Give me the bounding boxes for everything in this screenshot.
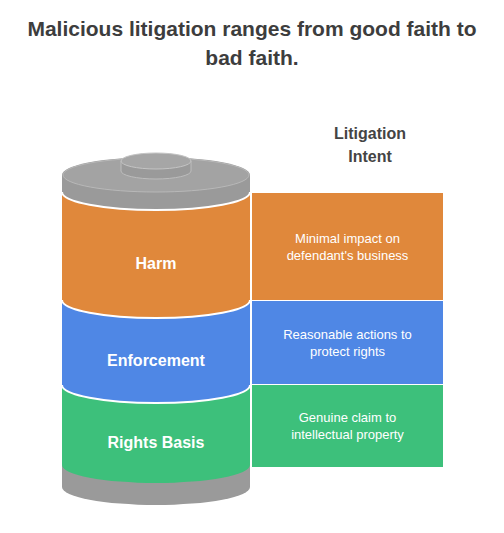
band-separator — [62, 192, 250, 210]
band-outline — [62, 192, 250, 318]
band-label: Enforcement — [107, 352, 205, 370]
description-text: Reasonable actions to protect rights — [281, 326, 415, 360]
band-label: Rights Basis — [108, 434, 205, 452]
cylinder-band: Rights Basis — [62, 385, 250, 483]
band-separator — [62, 300, 250, 318]
description-box: Minimal impact on defendant's business — [252, 193, 443, 300]
description-box: Genuine claim to intellectual property — [252, 385, 443, 467]
band-label: Harm — [136, 255, 177, 273]
description-box: Reasonable actions to protect rights — [252, 301, 443, 384]
column-heading: Litigation Intent — [312, 122, 428, 168]
band-outline — [62, 385, 250, 483]
cylinder-knob-top — [121, 153, 191, 169]
cylinder-band: Enforcement — [62, 300, 250, 403]
description-text: Genuine claim to intellectual property — [281, 409, 415, 443]
band-separator — [62, 385, 250, 403]
cylinder-band: Harm — [62, 192, 250, 318]
band-outline — [62, 300, 250, 403]
description-text: Minimal impact on defendant's business — [281, 230, 415, 264]
diagram-title: Malicious litigation ranges from good fa… — [22, 14, 482, 72]
